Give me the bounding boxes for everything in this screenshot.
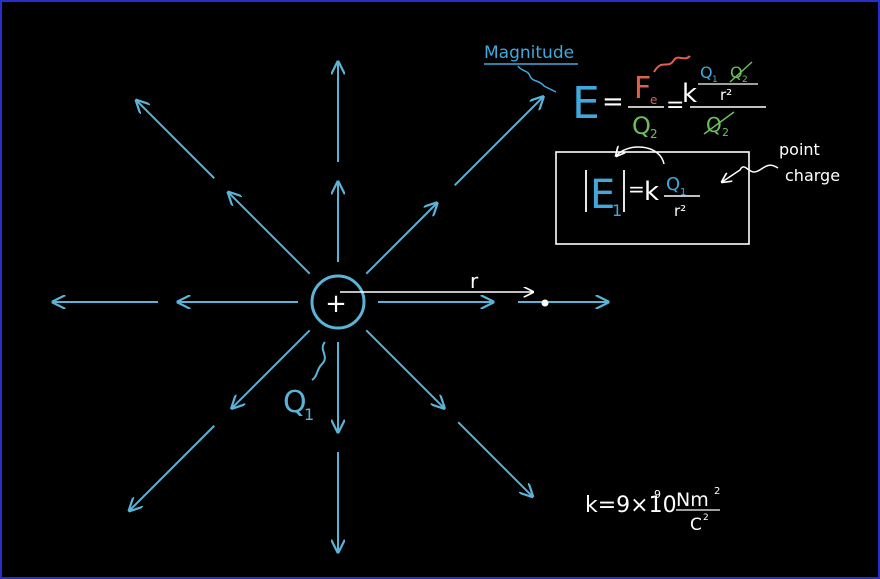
- point-charge-label-line2: charge: [785, 166, 840, 185]
- charge-label: Q: [283, 385, 307, 420]
- formula-eq2: =: [666, 93, 684, 118]
- formula-top: E = F e Q 2 = k Q 1 Q 2 r² Q 2: [572, 55, 766, 141]
- magnitude-pointer: [517, 65, 557, 93]
- box-k: k: [644, 177, 659, 207]
- field-arrow-down-left-2: [129, 425, 215, 511]
- formula-k: k: [682, 79, 697, 109]
- constant-unit-num-exp: 2: [714, 486, 720, 497]
- magnitude-heading: Magnitude: [484, 43, 574, 63]
- formula-Q2-den-sub: 2: [650, 127, 658, 141]
- point-charge-label-line1: point: [779, 140, 820, 159]
- field-arrow-up-left-2: [136, 100, 215, 179]
- formula-num-Q2: Q: [730, 63, 743, 82]
- field-arrow-up-right-2: [453, 97, 543, 187]
- formula-num-Q1-sub: 1: [712, 75, 718, 85]
- constant-unit-num: Nm: [676, 489, 709, 511]
- box-Q1-sub: 1: [680, 187, 686, 198]
- field-arrow-up-left-1: [228, 192, 311, 275]
- formula-den-Q2: Q: [706, 113, 722, 137]
- plus-sign: +: [325, 289, 347, 319]
- point-charge-pointer: [722, 164, 779, 182]
- field-lines: [53, 62, 608, 552]
- test-point: [541, 299, 549, 307]
- constant-exp: 9: [654, 488, 661, 501]
- charge-pointer-squiggle: [311, 341, 326, 381]
- radius-label: r: [470, 269, 479, 293]
- strike-num-Q2: [729, 61, 753, 83]
- box-E-sub: 1: [612, 201, 622, 220]
- box-r2: r²: [674, 202, 686, 220]
- force-squiggle: [653, 55, 691, 73]
- formula-box: [555, 151, 750, 245]
- field-arrow-down-left-1: [232, 329, 311, 408]
- formula-num-Q2-sub: 2: [742, 75, 748, 85]
- box-curve-arrow: [616, 147, 665, 165]
- box-Q1: Q: [666, 174, 680, 195]
- box-E: E: [590, 172, 615, 218]
- box-eq: =: [628, 177, 645, 201]
- constant-unit-den-exp: 2: [703, 513, 709, 523]
- formula-num-Q1: Q: [700, 63, 713, 82]
- strike-den-Q2: [703, 111, 735, 135]
- field-arrow-down-right-1: [365, 329, 444, 408]
- charge-circle: [310, 274, 366, 330]
- formula-F-sub: e: [650, 93, 657, 107]
- charge-subscript: 1: [304, 405, 314, 424]
- formula-box-content: E 1 = k Q 1 r²: [585, 170, 700, 220]
- field-arrow-up-right-1: [365, 203, 437, 275]
- formula-F: F: [634, 71, 651, 106]
- constant-text: k=9×10: [585, 493, 677, 518]
- formula-eq1: =: [602, 87, 624, 117]
- formula-E: E: [572, 78, 600, 129]
- formula-r2: r²: [720, 86, 732, 104]
- formula-Q2-den: Q: [632, 112, 651, 140]
- formula-den-Q2-sub: 2: [722, 126, 729, 139]
- field-arrow-down-right-2: [457, 421, 532, 496]
- constant-unit-den: C: [690, 515, 702, 535]
- coulomb-constant: k=9×10 9 Nm 2 C 2: [585, 486, 720, 535]
